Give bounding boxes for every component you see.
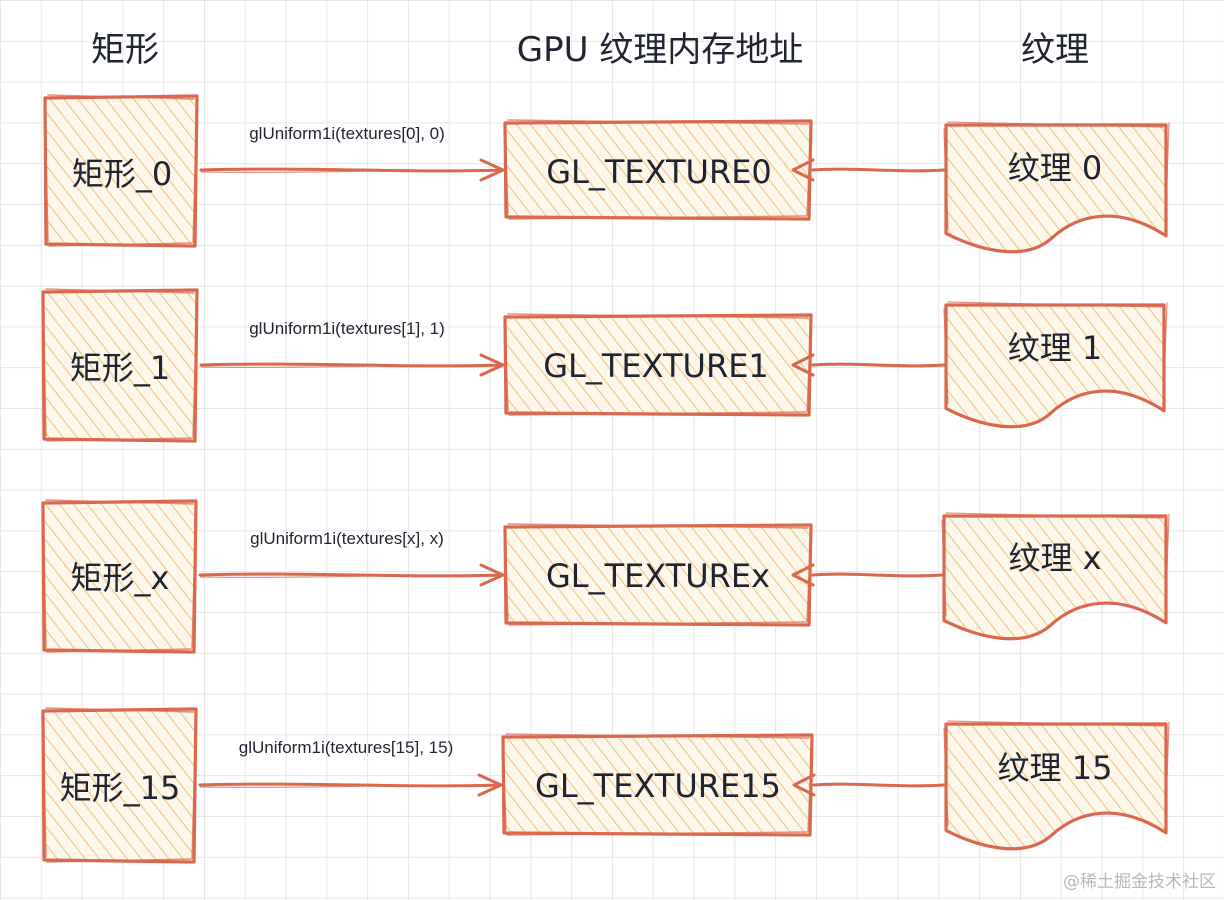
diagram-shapes: [41, 94, 1170, 864]
rect-box-1: [41, 288, 199, 443]
texture-label-x: 纹理 x: [1008, 539, 1102, 577]
arrow-rect-to-unit-x-head: [479, 563, 505, 587]
texture-unit-box-15: [501, 733, 814, 837]
rect-box-0-sketch: [44, 94, 198, 247]
arrow-rect-to-unit-0-head: [479, 158, 505, 182]
texture-unit-box-x-fill: [507, 526, 809, 623]
header-texture: 纹理: [1021, 30, 1089, 70]
arrow-texture-to-unit-15-head: [792, 773, 816, 797]
rect-box-0: [43, 94, 199, 248]
rect-box-x: [41, 499, 198, 654]
call-label-1: glUniform1i(textures[1], 1): [249, 319, 445, 338]
rect-box-x-fill: [45, 502, 194, 650]
watermark: @稀土掘金技术社区: [1063, 872, 1216, 892]
texture-unit-box-1-sketch: [504, 313, 812, 416]
arrow-texture-to-unit-1: [811, 362, 946, 368]
arrow-rect-to-unit-1-head: [479, 353, 505, 377]
arrow-texture-to-unit-0-head: [791, 158, 815, 182]
texture-unit-box-15-sketch: [502, 733, 813, 836]
texture-doc-x-sketch: [941, 512, 1170, 622]
texture-doc-0: [944, 123, 1168, 254]
rect-box-0-fill: [47, 97, 195, 244]
texture-doc-1: [944, 303, 1166, 429]
texture-unit-box-15-fill: [505, 736, 810, 833]
texture-label-1: 纹理 1: [1007, 329, 1103, 367]
texture-doc-1-sketch: [943, 301, 1168, 410]
arrow-texture-to-unit-x-head: [791, 563, 815, 587]
arrow-texture-to-unit-1-head: [791, 353, 815, 377]
rect-box-15-sketch: [42, 707, 197, 863]
rect-box-15-fill: [45, 710, 194, 860]
rect-label-x: 矩形_x: [70, 559, 170, 597]
texture-doc-15-fill: [946, 724, 1166, 849]
texture-label-0: 纹理 0: [1007, 149, 1103, 187]
texture-doc-1-fill: [946, 305, 1164, 427]
rect-box-15: [41, 707, 198, 864]
rect-label-15: 矩形_15: [59, 769, 181, 807]
arrow-rect-to-unit-x-sketch: [199, 574, 500, 579]
arrow-rect-to-unit-15-sketch: [199, 784, 498, 789]
texture-unit-box-x-sketch: [504, 523, 812, 626]
texture-doc-0-fill: [946, 125, 1166, 252]
call-label-15: glUniform1i(textures[15], 15): [238, 738, 454, 757]
arrow-rect-to-unit-0-sketch: [200, 169, 500, 174]
texture-unit-box-0-fill: [507, 122, 809, 217]
texture-unit-box-1: [503, 313, 813, 417]
rect-box-1-sketch: [42, 288, 198, 442]
texture-doc-x-fill: [944, 516, 1166, 639]
arrow-rect-to-unit-1-sketch: [200, 364, 500, 369]
texture-doc-15: [944, 722, 1168, 851]
texture-doc-15-sketch: [943, 720, 1170, 832]
texture-doc-0-sketch: [943, 121, 1170, 235]
arrow-rect-to-unit-15-head: [477, 773, 503, 797]
unit-label-x: GL_TEXTUREx: [545, 557, 771, 595]
rect-label-1: 矩形_1: [69, 349, 171, 387]
arrow-texture-to-unit-0: [811, 167, 946, 173]
texture-label-15: 纹理 15: [997, 749, 1113, 787]
call-label-0: glUniform1i(textures[0], 0): [249, 124, 445, 143]
unit-label-0: GL_TEXTURE0: [546, 153, 772, 191]
rect-box-x-sketch: [42, 499, 197, 653]
texture-unit-box-x: [503, 523, 813, 627]
texture-doc-x: [942, 514, 1168, 641]
rect-box-1-fill: [45, 291, 195, 439]
unit-label-15: GL_TEXTURE15: [535, 767, 781, 805]
call-label-x: glUniform1i(textures[x], x): [250, 529, 444, 548]
header-rect: 矩形: [91, 30, 159, 70]
unit-label-1: GL_TEXTURE1: [543, 347, 769, 385]
texture-unit-box-1-fill: [507, 316, 809, 413]
arrow-texture-to-unit-15: [812, 782, 946, 788]
texture-unit-box-0: [503, 119, 813, 221]
rect-label-0: 矩形_0: [71, 155, 173, 193]
header-gpu-texture-address: GPU 纹理内存地址: [516, 30, 804, 70]
texture-unit-box-0-sketch: [504, 119, 812, 220]
arrow-texture-to-unit-x: [811, 572, 944, 578]
